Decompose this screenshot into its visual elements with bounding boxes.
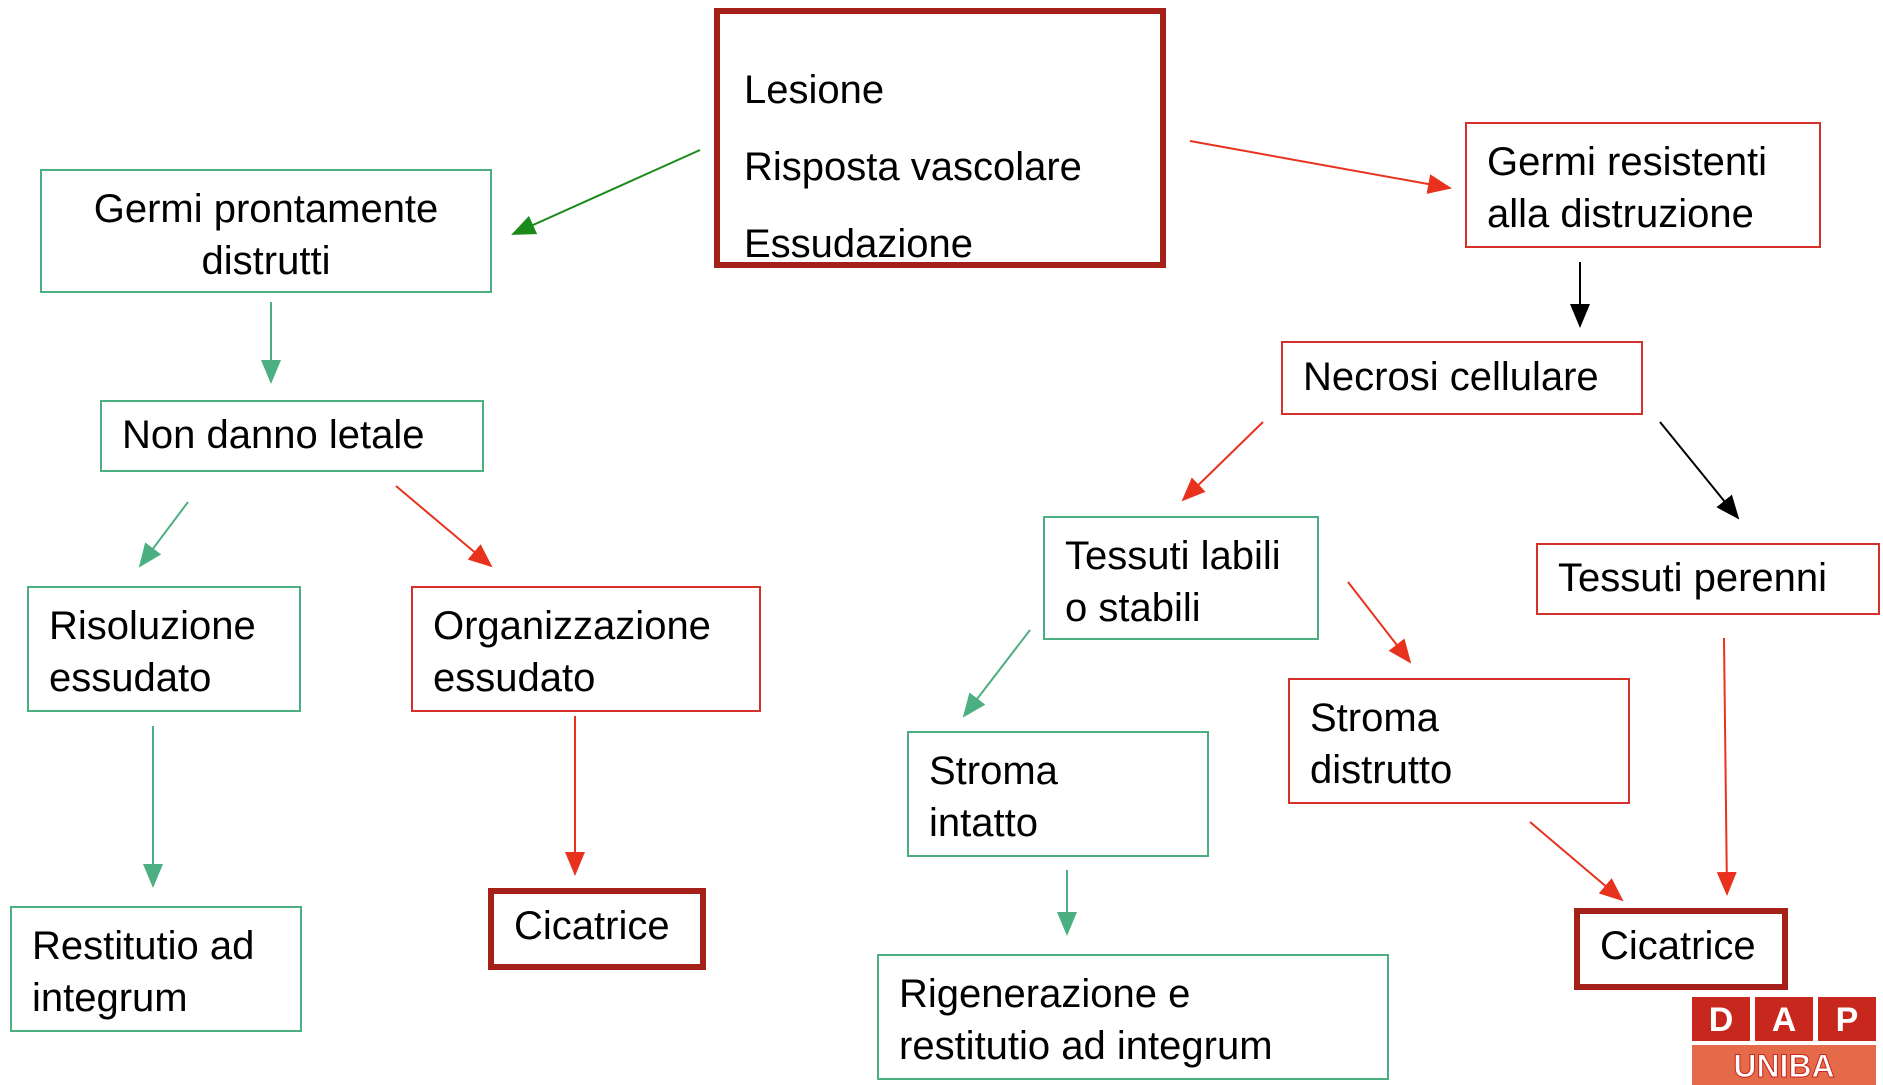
node-germi-distrutti: Germi prontamente distrutti [40,169,492,293]
node-stroma-distrutto: Stroma distrutto [1288,678,1630,804]
node-stroma-distrutto-line2: distrutto [1310,748,1453,792]
node-rigenerazione-line1: Rigenerazione e [899,972,1191,1016]
logo-letter-d: D [1709,1001,1734,1039]
node-germi-distrutti-line2: distrutti [201,239,331,283]
arrow-start-germi-resistenti [1189,140,1452,194]
dap-uniba-logo: D A P UNIBA [1690,995,1878,1085]
node-organizzazione-line1: Organizzazione [433,604,711,648]
node-cicatrice-left: Cicatrice [488,888,706,970]
node-risoluzione-line2: essudato [49,656,212,700]
node-germi-resistenti-line2: alla distruzione [1487,192,1754,236]
node-necrosi-line1: Necrosi cellulare [1303,355,1599,399]
node-cicatrice-right-line1: Cicatrice [1600,924,1756,968]
node-tessuti-perenni: Tessuti perenni [1536,543,1880,615]
node-germi-resistenti-line1: Germi resistenti [1487,140,1768,184]
node-restitutio: Restitutio ad integrum [10,906,302,1032]
logo-uniba: UNIBA [1733,1048,1834,1084]
node-germi-resistenti: Germi resistenti alla distruzione [1465,122,1821,248]
arrow-necrosi-perenni [1659,421,1740,520]
node-organizzazione-line2: essudato [433,656,596,700]
node-stroma-intatto-line2: intatto [929,801,1038,845]
arrow-necrosi-labili [1181,421,1264,502]
node-non-danno-line1: Non danno letale [122,413,425,457]
arrow-stroma-distrutto-cicatrice [1529,821,1624,902]
node-start-line2: Risposta vascolare [744,145,1082,189]
node-tessuti-perenni-line1: Tessuti perenni [1558,556,1828,600]
arrow-non-danno-organizzazione [395,485,493,568]
node-stroma-intatto-line1: Stroma [929,749,1058,793]
node-restitutio-line2: integrum [32,976,188,1020]
node-rigenerazione: Rigenerazione e restitutio ad integrum [877,954,1389,1080]
node-stroma-distrutto-line1: Stroma [1310,696,1439,740]
node-germi-distrutti-line1: Germi prontamente [93,187,439,231]
node-non-danno: Non danno letale [100,400,484,472]
logo-letter-p: P [1836,1001,1859,1039]
node-start-line3: Essudazione [744,222,974,266]
node-organizzazione: Organizzazione essudato [411,586,761,712]
node-stroma-intatto: Stroma intatto [907,731,1209,857]
arrow-perenni-cicatrice [1716,637,1737,896]
node-restitutio-line1: Restitutio ad [32,924,255,968]
arrow-labili-stroma-distrutto [1347,581,1412,664]
arrow-start-germi-distrutti [511,149,701,235]
node-risoluzione-line1: Risoluzione [49,604,256,648]
node-cicatrice-right: Cicatrice [1574,908,1788,990]
node-start-line1: Lesione [744,68,885,112]
node-necrosi: Necrosi cellulare [1281,341,1643,415]
arrow-labili-stroma-intatto [962,629,1031,718]
arrow-non-danno-risoluzione [138,501,189,568]
node-cicatrice-left-line1: Cicatrice [514,904,670,948]
node-start: Lesione Risposta vascolare Essudazione [714,8,1166,268]
node-tessuti-labili: Tessuti labili o stabili [1043,516,1319,640]
node-risoluzione: Risoluzione essudato [27,586,301,712]
node-tessuti-labili-line2: o stabili [1065,586,1201,630]
node-tessuti-labili-line1: Tessuti labili [1065,534,1281,578]
node-rigenerazione-line2: restitutio ad integrum [899,1024,1273,1068]
logo-letter-a: A [1772,1001,1797,1039]
